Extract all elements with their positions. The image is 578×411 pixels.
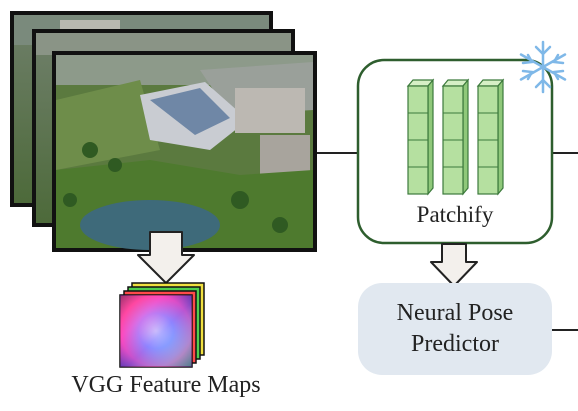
neural-pose-predictor-box (358, 283, 552, 375)
pond (80, 200, 220, 250)
patch-column-2 (441, 78, 470, 196)
vgg-feature-maps-label: VGG Feature Maps (71, 372, 261, 398)
snowflake-icon (519, 40, 567, 94)
neural-pose-predictor-label: Neural Pose Predictor (358, 298, 552, 360)
predictor-label-line-2: Predictor (411, 331, 499, 357)
down-arrow-icon (430, 243, 478, 287)
feature-map-stack (119, 282, 205, 368)
patchify-label: Patchify (416, 202, 494, 227)
predictor-label-line-1: Neural Pose (396, 300, 514, 326)
aerial-photo-front (52, 51, 317, 252)
patch-column-1 (406, 78, 435, 196)
aerial-photo-stack (10, 11, 317, 252)
down-arrow-icon (137, 231, 195, 284)
patch-column-3 (476, 78, 505, 196)
